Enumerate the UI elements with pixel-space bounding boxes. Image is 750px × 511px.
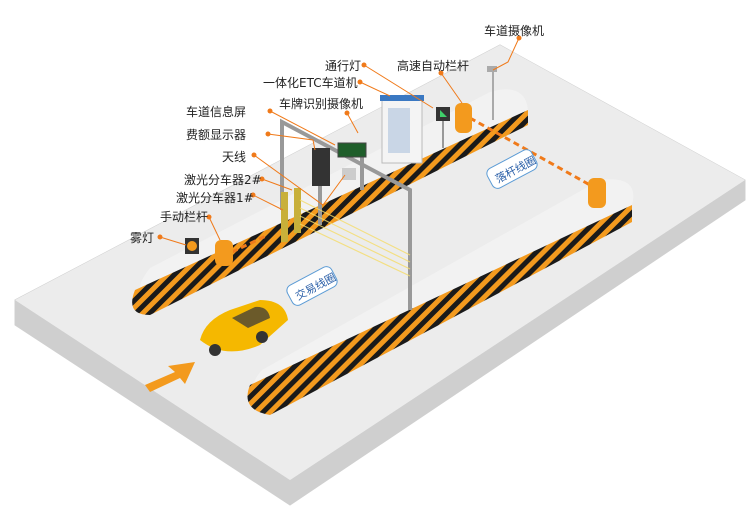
lane-info-screen bbox=[337, 142, 367, 158]
antenna bbox=[342, 168, 356, 180]
ground-side bbox=[15, 180, 745, 505]
laser-separator-2 bbox=[294, 188, 301, 233]
leader-lines bbox=[159, 37, 520, 246]
label-laser-separator-2: 激光分车器2# bbox=[184, 173, 262, 187]
label-laser-separator-1: 激光分车器1# bbox=[176, 191, 254, 205]
label-fog-light: 雾灯 bbox=[130, 231, 155, 245]
label-plate-camera: 车牌识别摄像机 bbox=[279, 97, 364, 111]
laser-separator-1 bbox=[281, 192, 288, 242]
label-fee-display: 费额显示器 bbox=[186, 128, 247, 142]
car bbox=[200, 300, 288, 356]
auto-barrier bbox=[455, 103, 472, 133]
direction-arrow bbox=[145, 362, 195, 392]
fee-display bbox=[312, 148, 330, 186]
label-antenna: 天线 bbox=[222, 150, 247, 164]
label-manual-barrier: 手动栏杆 bbox=[160, 210, 209, 224]
manual-barrier bbox=[215, 240, 233, 266]
label-auto-barrier: 高速自动栏杆 bbox=[397, 59, 470, 73]
lane-camera bbox=[487, 66, 497, 72]
label-etc-lane-machine: 一体化ETC车道机 bbox=[263, 76, 358, 90]
label-lane-info-screen: 车道信息屏 bbox=[186, 105, 247, 119]
label-pass-light: 通行灯 bbox=[325, 59, 362, 73]
label-lane-camera: 车道摄像机 bbox=[484, 24, 545, 38]
